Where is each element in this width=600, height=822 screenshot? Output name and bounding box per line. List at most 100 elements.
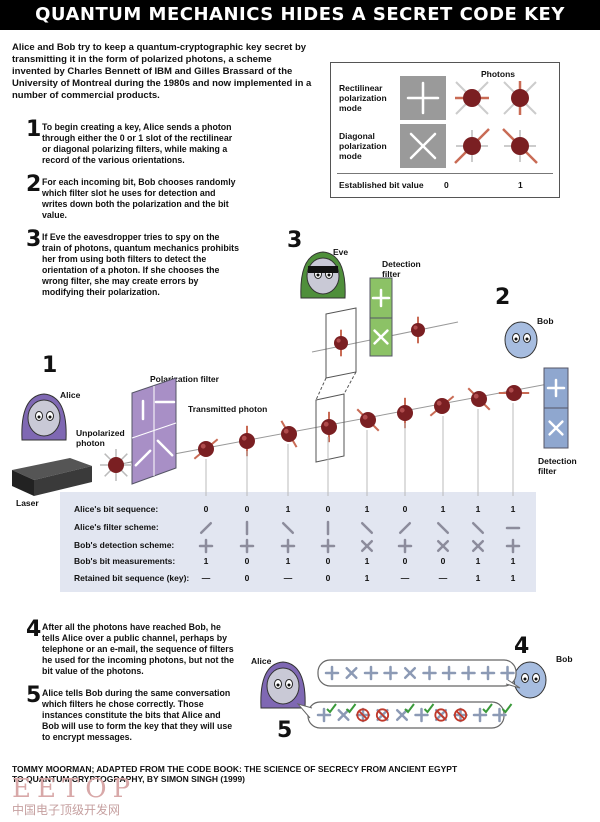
table-cell: 1: [475, 556, 481, 566]
stroke: [134, 449, 152, 467]
diagram-number-3: 3: [287, 228, 303, 253]
bob-message-symbol: [441, 665, 457, 681]
pupil: [276, 683, 280, 687]
table-cell: 1: [510, 504, 516, 514]
photon-ball: [434, 398, 450, 414]
transmitted-photon: [321, 411, 337, 443]
bob-message-symbol: [345, 666, 358, 680]
table-symbol-plus: [280, 538, 296, 554]
forbidden-slash: [358, 710, 368, 720]
table-cell: 0: [244, 573, 250, 583]
forbidden-icon: [356, 708, 370, 722]
pupil: [523, 677, 527, 681]
bit-table: [60, 492, 536, 592]
stroke: [345, 666, 358, 680]
pupil: [534, 677, 538, 681]
table-symbol-cross: [360, 539, 374, 553]
transmitted-photon: [429, 395, 455, 417]
table-cell: —: [438, 573, 448, 583]
credit: TOMMY MOORMAN; ADAPTED FROM THE CODE BOO…: [12, 764, 532, 784]
step-text: For each incoming bit, Bob chooses rando…: [42, 177, 236, 220]
table-row-label: Alice's filter scheme:: [74, 522, 159, 532]
table-cell: 0: [402, 556, 408, 566]
page-title: QUANTUM MECHANICS HIDES A SECRET CODE KE…: [0, 0, 600, 30]
pupil: [37, 415, 41, 419]
legend-photons-label: Photons: [481, 69, 515, 79]
photon-ball: [463, 89, 481, 107]
alice-message-symbol: [414, 703, 435, 723]
table-symbol-cross: [436, 539, 450, 553]
alice-label-bottom: Alice: [251, 656, 272, 666]
legend-photon-1-diag: [502, 128, 538, 164]
photon-highlight: [283, 428, 289, 434]
alice-avatar: [21, 393, 67, 441]
photon-ball: [281, 426, 297, 442]
bob-message-symbol: [324, 665, 340, 681]
eve-avatar: [300, 251, 346, 299]
table-symbol-diag-left: [398, 521, 412, 535]
legend-photon-1-rect: [503, 81, 537, 115]
face: [513, 661, 547, 699]
step-number: 4: [26, 617, 42, 642]
bob-avatar-bottom: [513, 661, 547, 699]
stroke: [337, 708, 350, 722]
diagram-number-1: 1: [42, 353, 58, 378]
photon-ball: [360, 412, 376, 428]
stroke: [436, 521, 450, 535]
stroke: [373, 329, 389, 345]
eve-detection-filter-label: Detection filter: [382, 259, 421, 279]
table-cell: 1: [285, 556, 291, 566]
stroke: [156, 439, 174, 457]
table-symbol-diag-right: [436, 521, 450, 535]
table-cell: 1: [510, 573, 516, 583]
eve-label: Eve: [333, 247, 349, 257]
table-symbol-diag-right: [471, 521, 485, 535]
legend-separator: [337, 173, 553, 174]
eve-mask: [308, 266, 338, 273]
laser-front: [12, 470, 34, 496]
check-icon: [501, 703, 513, 714]
face: [27, 399, 61, 437]
check-icon: [326, 703, 337, 714]
photon-ball: [411, 323, 425, 337]
table-symbol-cross: [471, 539, 485, 553]
bob-message-symbol: [480, 665, 496, 681]
eve-link: [315, 377, 327, 401]
transmitted-photon: [193, 438, 219, 460]
credit-line-1: TOMMY MOORMAN; ADAPTED FROM THE CODE BOO…: [12, 764, 458, 774]
bob-message-symbol: [403, 666, 417, 680]
photon-highlight: [473, 393, 479, 399]
alice-message-symbol: [316, 703, 337, 723]
table-cell: 1: [203, 556, 209, 566]
alice-bubble-tail: [296, 703, 313, 719]
photon-ball: [471, 391, 487, 407]
table-cell: 1: [364, 573, 370, 583]
table-cell: 0: [440, 556, 446, 566]
photon-highlight: [436, 400, 442, 406]
table-cell: 1: [475, 573, 481, 583]
alice-message-symbol: [472, 703, 493, 723]
eve-resend-frame: [315, 393, 345, 463]
diagram-number-2: 2: [495, 285, 511, 310]
photon-ball: [511, 137, 529, 155]
forbidden-icon: [375, 708, 390, 722]
forbidden-icon: [453, 708, 468, 722]
watermark-logo: EETOP: [12, 774, 137, 804]
table-cell: 0: [325, 504, 331, 514]
diagonal-cross-icon: [409, 132, 437, 160]
photon-ball: [108, 457, 124, 473]
check-icon: [423, 703, 435, 714]
filter-slot-diag: [134, 449, 152, 467]
stroke: [395, 708, 409, 722]
alice-label: Alice: [60, 390, 81, 400]
alice-message-symbol: [395, 703, 415, 722]
table-cell: —: [400, 573, 410, 583]
table-row-label: Retained bit sequence (key):: [74, 573, 190, 583]
table-cell: —: [283, 573, 293, 583]
table-cell: 0: [402, 504, 408, 514]
eve-link: [343, 371, 357, 395]
